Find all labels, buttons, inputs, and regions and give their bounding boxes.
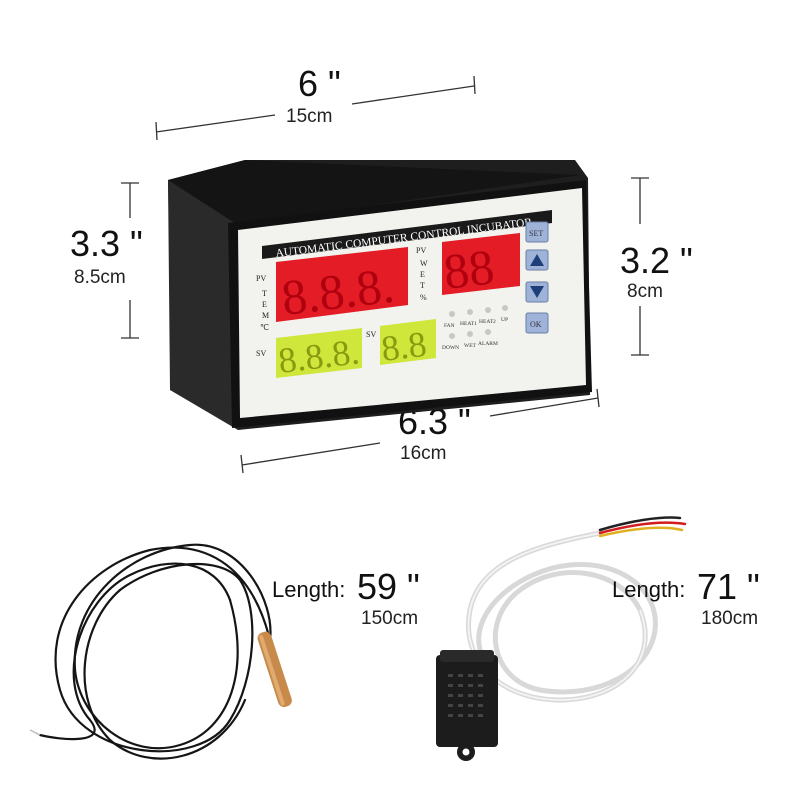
tem-label-m: M <box>262 311 269 320</box>
sv-temperature-display <box>276 328 362 378</box>
temp-probe-length-label: Length: <box>272 577 346 602</box>
humidity-sensor-housing <box>436 650 498 761</box>
ok-button-label: OK <box>530 320 542 329</box>
pv-humidity-display <box>442 233 520 295</box>
tem-label-e: E <box>262 300 267 309</box>
top-width-cm: 15cm <box>286 106 333 127</box>
indicator-alarm: ALARM <box>478 341 498 347</box>
indicator-up: UP <box>501 317 508 323</box>
humidity-probe-length-cm: 180cm <box>701 608 759 629</box>
tem-label-unit: ℃ <box>260 323 269 332</box>
humidity-probe-length-label: Length: <box>612 577 686 602</box>
pv-label-left: PV <box>256 274 266 283</box>
set-button[interactable]: SET <box>525 221 549 243</box>
tem-label-t: T <box>262 289 267 298</box>
left-height-inches: 3.3 " <box>70 223 143 264</box>
wet-label-t: T <box>420 281 425 290</box>
sv-humidity-digits: 8.8 <box>379 324 429 369</box>
up-button[interactable] <box>525 249 549 271</box>
wet-label-e: E <box>420 270 425 279</box>
set-button-label: SET <box>529 229 543 238</box>
indicator-heat1: HEAT1 <box>460 321 477 327</box>
right-height-cm: 8cm <box>627 281 663 302</box>
temp-probe-length-inches: 59 " <box>357 566 420 607</box>
sv-temperature-digits: 8.8.8. <box>276 331 361 381</box>
indicator-wet: WET <box>464 343 477 349</box>
sv-humidity-display <box>380 319 436 365</box>
down-arrow-icon <box>530 286 544 298</box>
left-height-cm: 8.5cm <box>74 267 126 288</box>
pv-label-right: PV <box>416 246 426 255</box>
wet-label-w: W <box>420 259 428 268</box>
down-button[interactable] <box>525 281 549 303</box>
temp-probe-length-cm: 150cm <box>361 608 419 629</box>
indicator-down: DOWN <box>442 345 459 351</box>
up-arrow-icon <box>530 254 544 266</box>
ok-button[interactable]: OK <box>525 312 549 334</box>
wet-label-unit: % <box>420 293 427 302</box>
pv-temperature-digits: 8.8.8. <box>279 257 397 326</box>
bottom-width-cm: 16cm <box>400 443 447 464</box>
indicator-heat2: HEAT2 <box>479 319 496 325</box>
pv-humidity-digits: 88 <box>441 238 497 300</box>
humidity-probe-length-inches: 71 " <box>697 566 760 607</box>
pv-temperature-display <box>276 247 408 322</box>
right-height-inches: 3.2 " <box>620 240 693 281</box>
top-width-inches: 6 " <box>298 63 341 104</box>
sv-label-right: SV <box>366 330 376 339</box>
sv-label-left: SV <box>256 349 266 358</box>
indicator-fan: FAN <box>444 323 455 329</box>
